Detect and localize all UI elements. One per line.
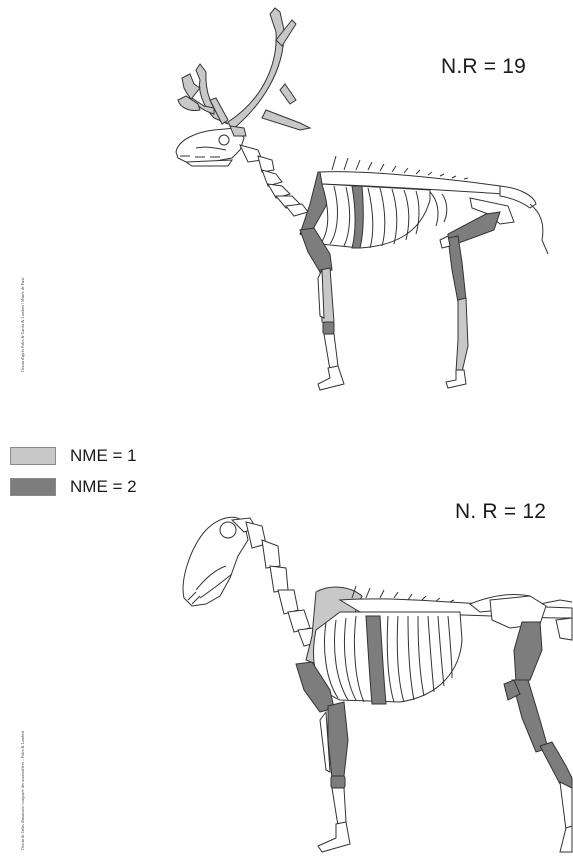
reindeer-hindlimb (440, 212, 500, 388)
legend-label-nme-2: NME = 2 (70, 477, 137, 497)
horse-skull (183, 517, 256, 606)
reindeer-cervical-vertebrae (240, 145, 308, 216)
horse-femur (514, 622, 542, 682)
reindeer-skull (176, 126, 246, 166)
reindeer-antlers (178, 8, 310, 130)
legend-swatch-light (10, 447, 56, 465)
legend-item-nme-1: NME = 1 (10, 445, 137, 467)
reindeer-nr-label: N.R = 19 (441, 55, 526, 79)
horse-hindlimb (504, 618, 572, 852)
legend-item-nme-2: NME = 2 (10, 476, 137, 498)
horse-nr-label: N. R = 12 (455, 500, 546, 524)
horse-drawing-credit: Dessin de l'atlas d'anatomie comparée de… (20, 731, 25, 850)
reindeer-forelimb (300, 228, 344, 390)
reindeer-metatarsal (456, 298, 468, 372)
reindeer-tibia (448, 236, 466, 302)
reindeer-rib-cage (320, 184, 447, 248)
legend-swatch-dark (10, 478, 56, 496)
horse-rib-cage (314, 612, 462, 704)
reindeer-carpal (323, 322, 334, 334)
horse-skeleton (183, 517, 572, 852)
horse-cervical-vertebrae (246, 522, 320, 646)
horse-metatarsal (540, 742, 572, 790)
reindeer-drawing-credit: Dessin d'après Pales & Garcia & Lambert … (20, 278, 25, 372)
legend-label-nme-1: NME = 1 (70, 446, 137, 466)
horse-carpal (331, 776, 345, 788)
horse-radius (328, 702, 348, 778)
